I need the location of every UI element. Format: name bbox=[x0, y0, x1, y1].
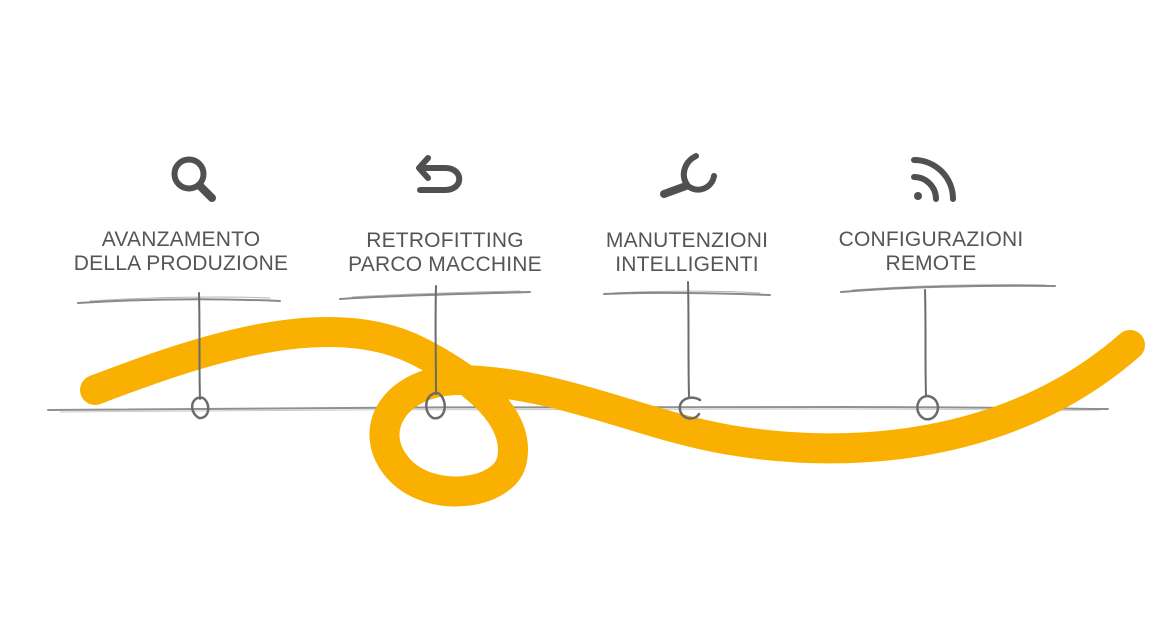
step-label-line: CONFIGURAZIONI bbox=[838, 228, 1024, 251]
step-4-marker bbox=[840, 284, 1056, 421]
step-label-line: INTELLIGENTI bbox=[615, 253, 759, 276]
step-1-marker bbox=[77, 292, 281, 420]
step-label-line: DELLA PRODUZIONE bbox=[73, 252, 289, 275]
step-label-retrofitting: RETROFITTING PARCO MACCHINE bbox=[315, 229, 575, 277]
step-2-marker bbox=[339, 285, 531, 420]
step-label-line: AVANZAMENTO bbox=[101, 228, 261, 251]
step-label-line: PARCO MACCHINE bbox=[348, 253, 542, 276]
step-label-line: RETROFITTING bbox=[366, 229, 524, 252]
wrench-icon bbox=[660, 153, 717, 198]
step-label-avanzamento: AVANZAMENTO DELLA PRODUZIONE bbox=[51, 228, 311, 276]
step-label-manutenzioni: MANUTENZIONI INTELLIGENTI bbox=[557, 229, 817, 277]
undo-arrow-icon bbox=[416, 155, 463, 193]
step-label-configurazioni: CONFIGURAZIONI REMOTE bbox=[801, 228, 1061, 276]
sketch-baseline bbox=[47, 405, 1109, 413]
step-3-marker bbox=[603, 281, 771, 420]
step-label-line: MANUTENZIONI bbox=[605, 229, 769, 252]
search-icon bbox=[171, 156, 216, 202]
step-label-line: REMOTE bbox=[885, 252, 977, 275]
yellow-swoosh bbox=[80, 316, 1145, 507]
rss-feed-icon bbox=[911, 157, 956, 202]
